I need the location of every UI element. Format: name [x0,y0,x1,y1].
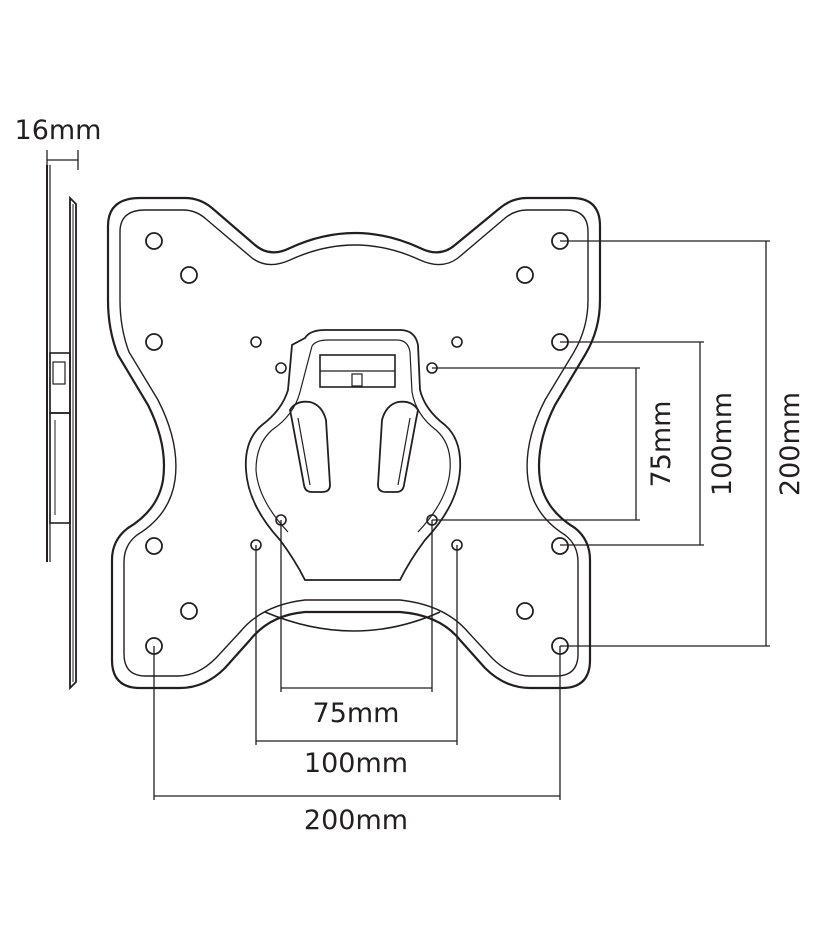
hole-mid-left-lower [145,537,163,555]
hole-mid-right-lower [551,537,569,555]
hole-100-top-left [250,336,262,348]
v75-label: 75mm [646,401,677,488]
v200-label: 200mm [775,392,806,496]
hole-200-top-left [145,232,163,250]
side-profile: 16mm [15,115,102,691]
h75-label: 75mm [313,698,400,729]
left-hook-inner [297,417,311,486]
bracket-profile [69,195,77,691]
right-hook-inner [397,417,411,486]
hole-upper-left-2 [180,266,198,284]
h100-label: 100mm [304,748,408,779]
lock-latch [52,361,66,385]
vertical-dimensions: 75mm 100mm 200mm [432,240,806,647]
center-opening [244,329,462,581]
hole-100-top-right [451,336,463,348]
hole-lower-right-2 [516,602,534,620]
hole-75-top-left [275,362,287,374]
hole-lower-left-2 [180,602,198,620]
center-opening-inner-left [255,345,313,533]
hole-mid-left-upper [145,333,163,351]
lower-curve [264,611,441,632]
left-hook [289,400,331,493]
hook-block [49,412,71,524]
thickness-label: 16mm [15,115,102,146]
mounting-plate [106,196,602,690]
h200-label: 200mm [304,805,408,836]
latch-screw [351,373,363,387]
v100-label: 100mm [707,392,738,496]
plate-inner-outline [119,209,589,677]
hole-upper-right-2 [516,266,534,284]
plate-outer-outline [106,196,602,690]
right-hook [377,400,419,493]
horizontal-dimensions: 75mm 100mm 200mm [153,520,561,836]
